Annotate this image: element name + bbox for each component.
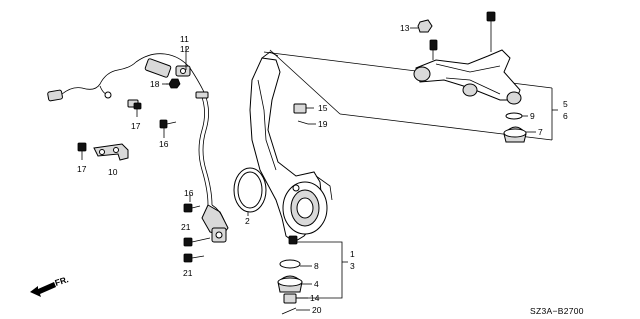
- callout-5: 5: [563, 99, 568, 109]
- cotter-pin-20: [281, 307, 297, 315]
- fr-label: FR.: [54, 274, 70, 288]
- callout-16-upper: 16: [159, 139, 169, 149]
- callout-6: 6: [563, 111, 568, 121]
- abs-sensor-harness: [47, 53, 229, 243]
- callout-15: 15: [318, 103, 328, 113]
- nut-15: [293, 103, 314, 114]
- upper-control-arm: [413, 11, 522, 105]
- callout-7: 7: [538, 127, 543, 137]
- boot-4: [277, 275, 303, 293]
- bracket-10: [93, 143, 129, 161]
- diagram-code: SZ3A−B2700: [530, 306, 584, 316]
- boot-clip-8: [279, 259, 301, 269]
- bolt-17-upper: [133, 102, 142, 117]
- bolt-16-lower: [183, 203, 201, 213]
- callout-18: 18: [150, 79, 160, 89]
- cotter-pin-19: [297, 120, 316, 125]
- front-arrow-icon: [30, 282, 56, 297]
- callout-2: 2: [245, 216, 250, 226]
- callout-4: 4: [314, 279, 319, 289]
- callout-16-lower: 16: [184, 188, 194, 198]
- bolt-21-lower: [183, 253, 205, 263]
- callout-14: 14: [310, 293, 320, 303]
- callout-17-lower: 17: [77, 164, 87, 174]
- callout-8: 8: [314, 261, 319, 271]
- callout-labels: 11 12 18 17 16 17 10 16 2 21 21 15 19 1 …: [54, 23, 584, 316]
- nut-14: [283, 293, 297, 304]
- bolt-16-upper: [159, 119, 177, 138]
- callout-10: 10: [108, 167, 118, 177]
- callout-11: 11: [180, 34, 189, 44]
- callout-21-upper: 21: [181, 222, 191, 232]
- callout-9: 9: [530, 111, 535, 121]
- nut-13: [410, 19, 433, 33]
- callout-13: 13: [400, 23, 410, 33]
- clip-9: [505, 112, 528, 120]
- dust-shield-ring: [233, 167, 267, 213]
- callout-21-lower: 21: [183, 268, 193, 278]
- callout-17-upper: 17: [131, 121, 141, 131]
- callout-20: 20: [312, 305, 322, 315]
- callout-12: 12: [180, 44, 190, 54]
- steering-knuckle: [249, 51, 333, 245]
- callout-19: 19: [318, 119, 328, 129]
- boot-7: [503, 126, 536, 143]
- bolt-21-upper: [183, 237, 211, 247]
- callout-3: 3: [350, 261, 355, 271]
- bolt-17-lower: [77, 142, 87, 160]
- callout-1: 1: [350, 249, 355, 259]
- bolt-18: [166, 78, 181, 89]
